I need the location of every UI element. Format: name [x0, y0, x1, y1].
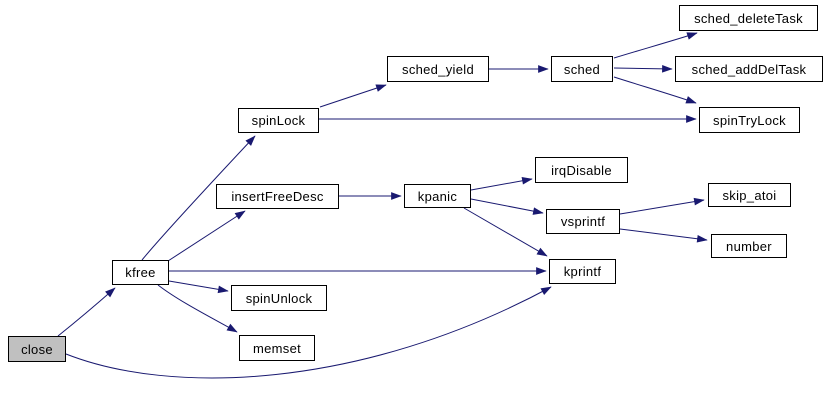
node-label: close — [21, 341, 53, 357]
node-label: number — [726, 238, 772, 254]
node-label: spinUnlock — [245, 290, 313, 306]
node-kfree[interactable]: kfree — [112, 260, 169, 285]
node-label: insertFreeDesc — [231, 189, 324, 204]
edge-sched-sched_addDelTask — [613, 65, 673, 73]
edge-close-kfree — [57, 287, 116, 337]
node-sched_addDelTask[interactable]: sched_addDelTask — [675, 56, 823, 82]
node-sched_yield[interactable]: sched_yield — [387, 56, 489, 82]
node-insertFreeDesc[interactable]: insertFreeDesc — [216, 184, 339, 209]
node-kprintf[interactable]: kprintf — [549, 259, 616, 284]
node-label: spinTryLock — [713, 112, 786, 128]
node-label: sched — [563, 61, 601, 77]
edge-kfree-memset — [157, 284, 238, 333]
node-sched_deleteTask[interactable]: sched_deleteTask — [679, 5, 818, 31]
edge-kfree-spinLock — [141, 135, 256, 261]
node-label: memset — [252, 340, 302, 356]
edge-sched-spinTryLock — [613, 76, 697, 104]
node-number[interactable]: number — [711, 234, 787, 258]
edge-kfree-insertFreeDesc — [167, 210, 246, 262]
edge-group — [57, 32, 708, 379]
edge-kpanic-kprintf — [463, 207, 548, 257]
node-sched[interactable]: sched — [551, 56, 613, 82]
node-label: sched_addDelTask — [691, 61, 807, 77]
node-memset[interactable]: memset — [239, 335, 315, 361]
node-label: spinLock — [251, 113, 306, 128]
edge-close-kprintf — [65, 286, 552, 379]
node-label: kprintf — [563, 264, 602, 279]
node-kpanic[interactable]: kpanic — [404, 184, 471, 208]
node-vsprintf[interactable]: vsprintf — [546, 209, 620, 234]
node-spinTryLock[interactable]: spinTryLock — [699, 107, 800, 133]
node-label: sched_deleteTask — [694, 10, 803, 26]
edge-vsprintf-skip_atoi — [619, 197, 705, 215]
node-skip_atoi[interactable]: skip_atoi — [708, 183, 791, 207]
edge-vsprintf-number — [619, 228, 708, 243]
edge-kpanic-irqDisable — [470, 176, 533, 191]
edge-kfree-spinUnlock — [168, 280, 229, 294]
edge-sched-sched_deleteTask — [613, 32, 698, 59]
node-spinUnlock[interactable]: spinUnlock — [231, 285, 327, 311]
node-label: sched_yield — [402, 61, 474, 77]
node-label: kpanic — [417, 188, 458, 204]
node-irqDisable[interactable]: irqDisable — [535, 157, 628, 183]
edge-spinLock-sched_yield — [319, 84, 387, 108]
node-label: kfree — [125, 265, 156, 280]
node-label: skip_atoi — [722, 187, 777, 203]
edge-kpanic-vsprintf — [470, 198, 544, 215]
node-label: vsprintf — [560, 214, 606, 229]
node-label: irqDisable — [551, 162, 612, 178]
node-close: close — [8, 336, 66, 362]
node-spinLock[interactable]: spinLock — [238, 108, 319, 133]
